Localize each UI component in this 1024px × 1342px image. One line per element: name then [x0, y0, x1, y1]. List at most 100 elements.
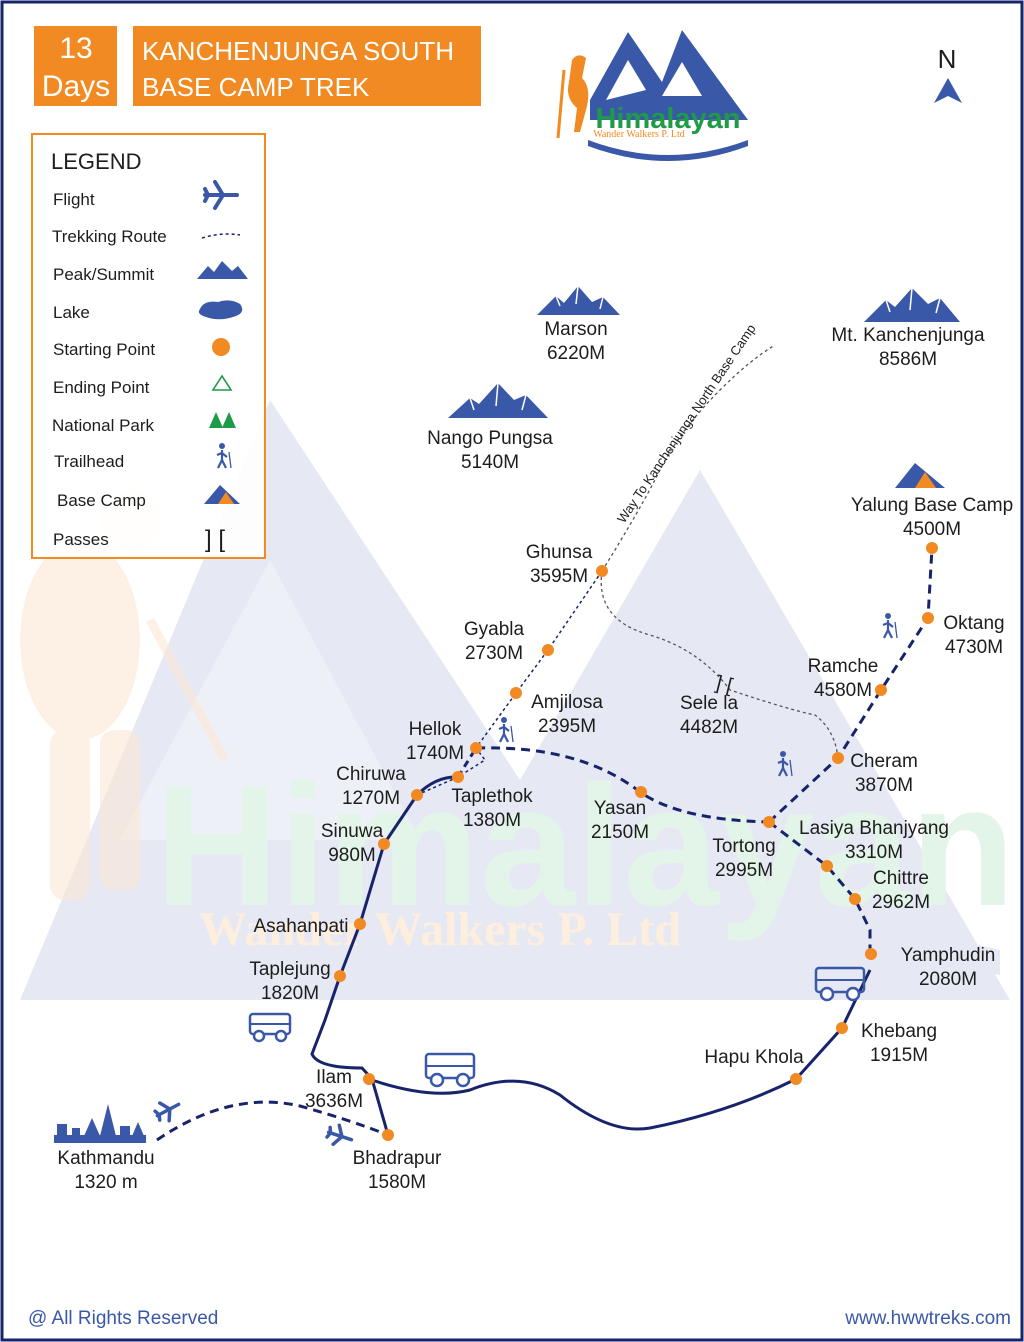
airplane-icon: [325, 1123, 354, 1147]
north-arrow-icon: [934, 78, 962, 103]
watermark-brand: Himalayan Wander Walkers P. Ltd: [155, 750, 1015, 956]
legend-item-label: National Park: [52, 416, 155, 435]
marker-sinuwa: [378, 838, 390, 850]
marker-hellok: [470, 742, 482, 754]
place-name: Gyabla: [464, 619, 525, 640]
compass-label: N: [938, 44, 957, 74]
marker-yasan: [635, 786, 647, 798]
peak-name: Nango Pungsa: [427, 428, 553, 449]
marker-gyabla: [542, 644, 554, 656]
marker-amjilosa: [510, 687, 522, 699]
place-elevation: 1915M: [870, 1045, 928, 1066]
marker-ilam: [363, 1073, 375, 1085]
peak-elevation: 8586M: [879, 349, 937, 370]
peak-icon-marson: [537, 285, 620, 315]
place-elevation: 1320 m: [74, 1172, 137, 1193]
copyright-text: @ All Rights Reserved: [28, 1308, 218, 1329]
marker-hapu-khola: [790, 1073, 802, 1085]
marker-chittre: [849, 893, 861, 905]
place-name: Hapu Khola: [704, 1047, 804, 1068]
svg-text:Wander Walkers P. Ltd: Wander Walkers P. Ltd: [199, 903, 681, 956]
place-elevation: 2730M: [465, 643, 523, 664]
peak-icon-nango-pungsa: [448, 382, 548, 418]
duration-badge: 13 Days: [34, 26, 117, 106]
place-elevation: 3595M: [530, 566, 588, 587]
place-elevation: 2080M: [919, 969, 977, 990]
watermark-mountains: [20, 400, 1010, 1000]
legend-item-label: Base Camp: [57, 491, 146, 510]
marker-ramche: [875, 684, 887, 696]
peak-elevation: 5140M: [461, 452, 519, 473]
place-elevation: 2395M: [538, 716, 596, 737]
marker-khebang: [836, 1022, 848, 1034]
flight-path: [156, 1100, 389, 1142]
hiker-icon: [216, 443, 232, 469]
marker-tortong: [763, 816, 775, 828]
orange-dot-icon: [212, 338, 230, 356]
place-name: Ilam: [316, 1067, 352, 1088]
place-name: Hellok: [409, 719, 462, 740]
pass-brackets-icon: ] [: [205, 526, 225, 553]
legend-item-label: Lake: [53, 303, 90, 322]
airplane-icon: [153, 1101, 181, 1123]
place-elevation: 3636M: [305, 1091, 363, 1112]
place-elevation: 1740M: [406, 743, 464, 764]
drive-road: [310, 969, 872, 1136]
place-name: Cheram: [850, 751, 918, 772]
place-name: Taplejung: [249, 959, 330, 980]
peak-icon-kanchenjunga: [864, 287, 960, 322]
legend-item-label: Peak/Summit: [53, 265, 154, 284]
place-elevation: 1820M: [261, 983, 319, 1004]
place-elevation: 4482M: [680, 717, 738, 738]
dashed-route-icon: [201, 233, 241, 239]
hiker-icon: [777, 751, 793, 777]
place-name: Yasan: [594, 798, 646, 819]
legend-item-label: Starting Point: [53, 340, 155, 359]
marker-ghunsa: [596, 565, 608, 577]
place-elevation: 1580M: [368, 1172, 426, 1193]
legend-item-label: Trailhead: [54, 452, 124, 471]
marker-asahanpati: [354, 918, 366, 930]
location-markers: [334, 542, 938, 1141]
airplane-icon: [203, 180, 239, 210]
place-name: Khebang: [861, 1021, 937, 1042]
tent-icon: [204, 485, 240, 504]
place-name: Lasiya Bhanjyang: [799, 818, 949, 839]
jeep-icon: [814, 966, 866, 1002]
title-line-2: BASE CAMP TREK: [142, 72, 370, 102]
website-link[interactable]: www.hwwtreks.com: [844, 1308, 1011, 1329]
place-name: Taplethok: [451, 786, 533, 807]
place-name: Chittre: [873, 868, 929, 889]
green-triangle-icon: [211, 374, 233, 391]
marker-yalung-base-camp: [926, 542, 938, 554]
place-name: Ramche: [808, 656, 879, 677]
marker-taplejung: [334, 970, 346, 982]
peak-elevation: 6220M: [547, 343, 605, 364]
days-number: 13: [59, 32, 92, 65]
peak-name: Marson: [544, 319, 607, 340]
svg-text:Himalayan: Himalayan: [155, 750, 1015, 942]
legend-item-label: Ending Point: [53, 378, 150, 397]
place-elevation: 2150M: [591, 822, 649, 843]
place-name: Yamphudin: [901, 945, 996, 966]
marker-oktang: [922, 612, 934, 624]
logo-tagline: Wander Walkers P. Ltd: [593, 129, 685, 140]
place-name: Bhadrapur: [353, 1148, 442, 1169]
jeep-icon: [424, 1052, 476, 1088]
place-elevation: 1270M: [342, 788, 400, 809]
hiker-icon: [882, 613, 898, 639]
place-elevation: 4580M: [814, 680, 872, 701]
marker-bhadrapur: [382, 1129, 394, 1141]
place-elevation: 4730M: [945, 637, 1003, 658]
place-name: Amjilosa: [531, 692, 603, 713]
place-elevation: 4500M: [903, 519, 961, 540]
place-name: Asahanpati: [253, 916, 348, 937]
trek-title: KANCHENJUNGA SOUTH BASE CAMP TREK: [133, 26, 481, 106]
place-elevation: 980M: [328, 845, 376, 866]
marker-taplethok: [452, 771, 464, 783]
hiker-logo-icon: [568, 55, 589, 132]
place-name: Kathmandu: [57, 1148, 154, 1169]
pine-trees-icon: [209, 412, 236, 428]
legend-item-label: Passes: [53, 530, 109, 549]
